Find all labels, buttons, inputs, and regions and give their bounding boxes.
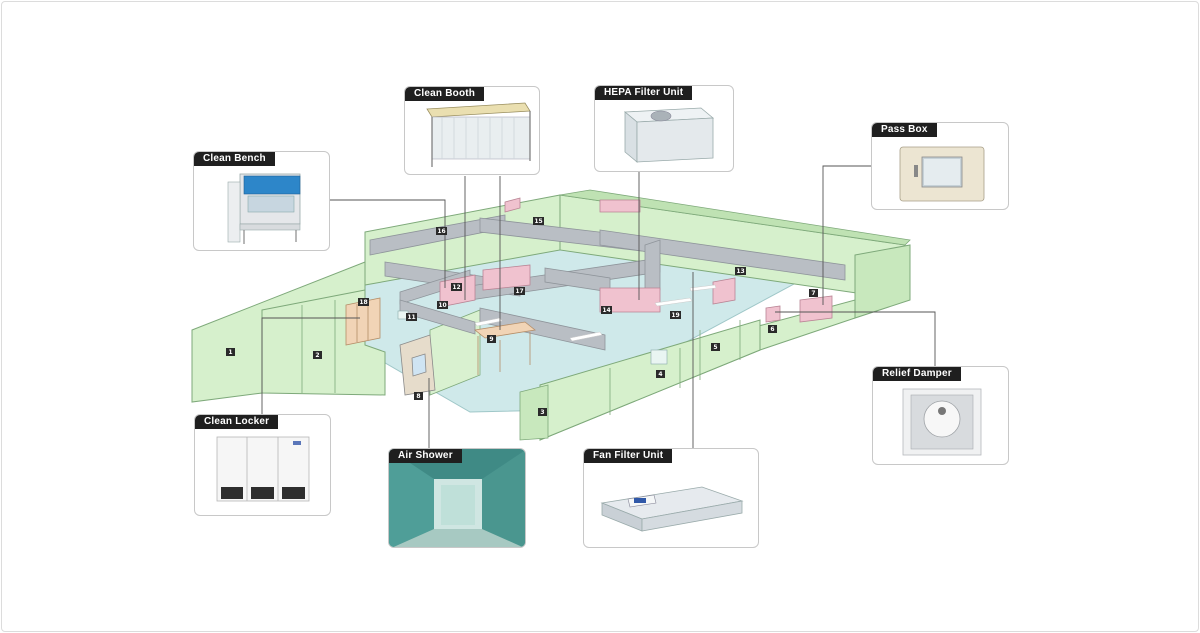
- hepa-filter-unit-callout: HEPA Filter Unit: [594, 85, 734, 172]
- air-shower-label: Air Shower: [389, 449, 462, 463]
- svg-text:12: 12: [452, 284, 460, 291]
- pass-box-label: Pass Box: [872, 123, 937, 137]
- marker-11: 11: [406, 313, 417, 321]
- marker-7: 7: [809, 289, 818, 297]
- marker-3: 3: [538, 408, 547, 416]
- relief-damper-illustration: [902, 388, 982, 456]
- marker-14: 14: [601, 306, 612, 314]
- svg-text:2: 2: [315, 352, 319, 359]
- relief-damper-label: Relief Damper: [873, 367, 961, 381]
- marker-13: 13: [735, 267, 746, 275]
- air-shower-booth: [399, 334, 436, 396]
- fan-filter-unit-illustration: [600, 486, 744, 532]
- svg-text:16: 16: [437, 228, 445, 235]
- back-wall-top: [559, 189, 911, 246]
- pass-box-illustration: [899, 146, 985, 202]
- svg-text:15: 15: [534, 218, 542, 225]
- svg-text:6: 6: [770, 326, 774, 333]
- svg-text:8: 8: [416, 393, 420, 400]
- svg-text:13: 13: [736, 268, 744, 275]
- svg-text:9: 9: [489, 336, 493, 343]
- marker-6: 6: [768, 325, 777, 333]
- marker-4: 4: [656, 370, 665, 378]
- svg-text:11: 11: [407, 314, 415, 321]
- svg-text:14: 14: [602, 307, 610, 314]
- pass-box-callout: Pass Box: [871, 122, 1009, 210]
- svg-text:17: 17: [515, 288, 523, 295]
- svg-text:19: 19: [671, 312, 679, 319]
- marker-2: 2: [313, 351, 322, 359]
- clean-booth-illustration: [426, 102, 531, 167]
- relief-damper-callout: Relief Damper: [872, 366, 1009, 465]
- air-shower-callout: Air Shower: [388, 448, 526, 548]
- svg-text:10: 10: [438, 302, 446, 309]
- clean-bench-callout: Clean Bench: [193, 151, 330, 251]
- marker-10: 10: [437, 301, 448, 309]
- marker-9: 9: [487, 335, 496, 343]
- marker-12: 12: [451, 283, 462, 291]
- marker-1: 1: [226, 348, 235, 356]
- air-shower-illustration: [389, 449, 525, 547]
- marker-5: 5: [711, 343, 720, 351]
- fan-filter-unit-callout: Fan Filter Unit: [583, 448, 759, 548]
- wall-window-4: [650, 349, 668, 365]
- svg-text:1: 1: [228, 349, 232, 356]
- svg-text:3: 3: [540, 409, 544, 416]
- svg-text:18: 18: [359, 299, 367, 306]
- svg-text:4: 4: [658, 371, 662, 378]
- svg-text:7: 7: [811, 290, 815, 297]
- clean-locker-callout: Clean Locker: [194, 414, 331, 516]
- clean-locker-illustration: [216, 436, 310, 502]
- locker-block: [345, 297, 381, 346]
- clean-locker-label: Clean Locker: [195, 415, 279, 429]
- leader-lines: [261, 165, 936, 449]
- marker-16: 16: [436, 227, 447, 235]
- marker-18: 18: [358, 298, 369, 306]
- clean-booth-label: Clean Booth: [405, 87, 485, 101]
- svg-text:5: 5: [713, 344, 717, 351]
- marker-8: 8: [414, 392, 423, 400]
- hepa-filter-unit-illustration: [623, 107, 715, 163]
- clean-booth-callout: Clean Booth: [404, 86, 540, 175]
- end-panel: [519, 384, 549, 441]
- marker-15: 15: [533, 217, 544, 225]
- marker-19: 19: [670, 311, 681, 319]
- fan-filter-unit-label: Fan Filter Unit: [584, 449, 673, 463]
- ceiling-lights: [474, 284, 717, 342]
- clean-bench-label: Clean Bench: [194, 152, 275, 166]
- hepa-filter-unit-label: HEPA Filter Unit: [595, 86, 693, 100]
- work-table: [474, 321, 536, 375]
- right-end-wall: [854, 244, 911, 319]
- marker-17: 17: [514, 287, 525, 295]
- clean-bench-illustration: [227, 173, 301, 244]
